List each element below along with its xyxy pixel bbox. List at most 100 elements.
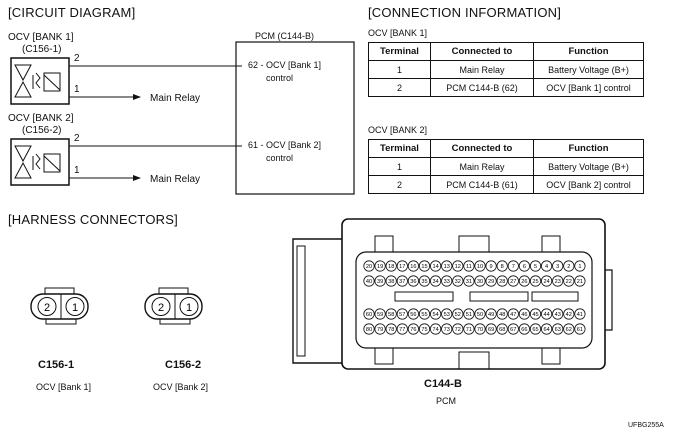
table-header-row: Terminal Connected to Function xyxy=(368,139,644,158)
pcm-pin-circle xyxy=(552,323,564,335)
pcm-pin-label: 79 xyxy=(377,327,383,333)
pcm-pin-label: 58 xyxy=(388,312,394,318)
ocv1-code: (C156-1) xyxy=(22,44,62,55)
pcm-pin-label: 53 xyxy=(444,312,450,318)
pcm-pin-circle xyxy=(385,308,397,320)
pcm-pin-label: 43 xyxy=(555,312,561,318)
pcm-pin-circle xyxy=(407,260,419,272)
pcm-pin-circle xyxy=(507,308,519,320)
pcm-pin-label: 10 xyxy=(477,264,483,270)
pcm-pin-label: 6 xyxy=(523,264,526,270)
pcm-pin-label: 2 xyxy=(567,264,570,270)
ocv2-main-relay-label: Main Relay xyxy=(150,174,201,185)
pcm-pin-circle xyxy=(552,308,564,320)
pcm-pin-label: 31 xyxy=(466,279,472,285)
pcm-pin-label: 69 xyxy=(488,327,494,333)
pcm-pin-label: 4 xyxy=(545,264,548,270)
pcm-pin-circle xyxy=(441,323,453,335)
cell-connected-to: PCM C144-B (61) xyxy=(430,175,534,194)
table-row: 1 Main Relay Battery Voltage (B+) xyxy=(368,157,644,176)
pcm-pin-label: 12 xyxy=(455,264,461,270)
pcm-pin-label: 44 xyxy=(543,312,549,318)
pcm-pin-label: 80 xyxy=(366,327,372,333)
pcm-pin-circle xyxy=(507,275,519,287)
pcm-pin-circle xyxy=(452,260,464,272)
pcm-pin-circle xyxy=(396,323,408,335)
pcm-pin-circle xyxy=(540,308,553,320)
pcm-pin-label: 32 xyxy=(455,279,461,285)
pcm-title: PCM (C144-B) xyxy=(255,31,315,41)
pcm-pin-label: 22 xyxy=(566,279,572,285)
pcm-pin-circle xyxy=(518,308,531,320)
c156-2-code: C156-2 xyxy=(165,359,202,371)
pcm-pin-label: 55 xyxy=(421,312,427,318)
pcm-pin-label: 24 xyxy=(543,279,549,285)
c156-1-connector xyxy=(30,287,89,325)
pcm-pin-label: 57 xyxy=(399,312,405,318)
pcm-pin-label: 49 xyxy=(488,312,494,318)
pcm-pin-label: 65 xyxy=(532,327,538,333)
pcm-pin-circle xyxy=(418,275,431,287)
pcm-pin-circle xyxy=(552,275,564,287)
connection-info-title: [CONNECTION INFORMATION] xyxy=(368,5,562,20)
pcm-pin-label: 8 xyxy=(501,264,504,270)
pcm-pin-circle xyxy=(418,260,431,272)
ocv2-code: (C156-2) xyxy=(22,125,62,136)
pcm-pin-label: 11 xyxy=(466,264,472,270)
pcm-pin-label: 67 xyxy=(510,327,516,333)
pcm-pin-circle xyxy=(463,260,475,272)
pcm-pin-circle xyxy=(385,323,397,335)
pcm-pin-label: 34 xyxy=(432,279,438,285)
pcm-pin-label: 62 xyxy=(566,327,572,333)
pcm-pin-circle xyxy=(485,308,497,320)
cell-function: OCV [Bank 1] control xyxy=(533,78,644,97)
pcm-pin-label: 30 xyxy=(477,279,483,285)
cell-function: OCV [Bank 2] control xyxy=(533,175,644,194)
ocv1-solenoid-symbol xyxy=(10,57,70,105)
pcm-pin-label: 28 xyxy=(499,279,505,285)
pcm-pin-circle xyxy=(374,275,386,287)
pcm-pin61-line2: control xyxy=(266,153,294,163)
pcm-pin-label: 64 xyxy=(543,327,549,333)
harness-connectors-title: [HARNESS CONNECTORS] xyxy=(8,212,178,227)
pcm-pin-label: 26 xyxy=(521,279,527,285)
pcm-pin-label: 14 xyxy=(432,264,438,270)
pcm-pin-circle xyxy=(563,275,575,287)
pcm-pin-circle xyxy=(574,275,586,287)
pcm-pin-label: 66 xyxy=(521,327,527,333)
pcm-pin-label: 71 xyxy=(466,327,472,333)
c156-2-connector xyxy=(144,287,203,325)
pcm-pin-circle xyxy=(441,260,453,272)
pcm-pin-circle xyxy=(518,260,531,272)
pcm-pin-circle xyxy=(540,260,553,272)
pcm-pin-label: 1 xyxy=(578,264,581,270)
pcm-pin-circle xyxy=(407,323,419,335)
c144-b-code: C144-B xyxy=(424,378,462,390)
pcm-pin-label: 13 xyxy=(444,264,450,270)
pcm-pin-circle xyxy=(441,275,453,287)
c156-2-desc: OCV [Bank 2] xyxy=(153,382,209,392)
pcm-pin-circle xyxy=(496,323,508,335)
pcm-pin-circle xyxy=(463,323,475,335)
pcm-pin-circle xyxy=(429,275,442,287)
ocv2-solenoid-symbol xyxy=(10,138,70,186)
pcm-pin-circle xyxy=(463,308,475,320)
ocv1-name: OCV [BANK 1] xyxy=(8,32,74,43)
pcm-pin-label: 59 xyxy=(377,312,383,318)
pcm-pin-circle xyxy=(485,275,497,287)
pcm-pin-circle xyxy=(574,323,586,335)
pcm-box xyxy=(235,41,355,195)
pcm-pin-circle xyxy=(363,260,375,272)
c156-2-pin-1: 1 xyxy=(186,302,192,314)
pcm-pin-circle xyxy=(418,308,431,320)
pcm-pin-circle xyxy=(563,260,575,272)
pcm-pin-circle xyxy=(374,260,386,272)
pcm-pin-label: 18 xyxy=(388,264,394,270)
pcm-pin-label: 25 xyxy=(532,279,538,285)
pcm-pin-circle xyxy=(396,260,408,272)
pcm-pin-circle xyxy=(540,323,553,335)
c156-1-code: C156-1 xyxy=(38,359,75,371)
pcm-pin-circle xyxy=(529,260,542,272)
pcm-pin-label: 78 xyxy=(388,327,394,333)
